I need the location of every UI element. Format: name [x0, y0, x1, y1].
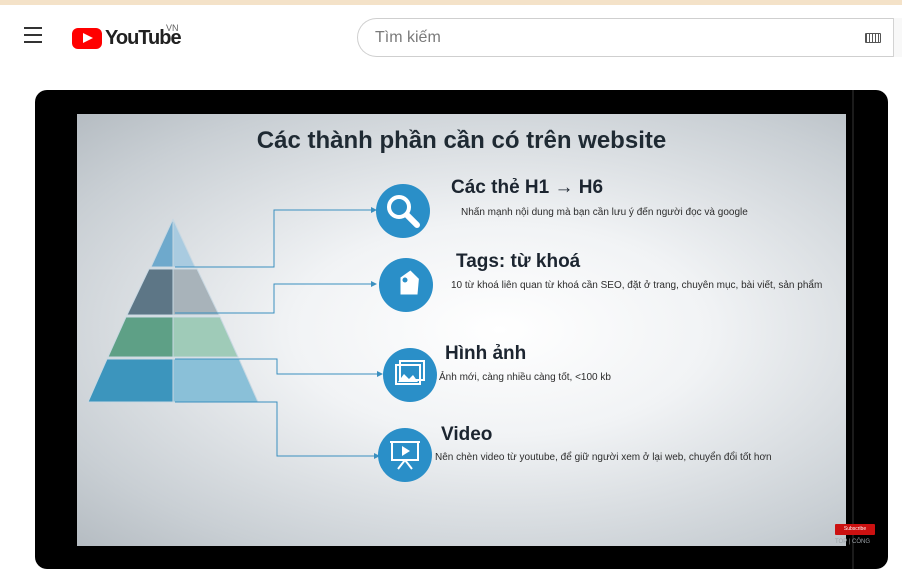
pyramid-layer-1-right [172, 218, 196, 268]
item-title: Video [441, 424, 493, 445]
connector-4 [175, 401, 377, 457]
item-desc: 10 từ khoá liên quan từ khoá cần SEO, đặ… [451, 280, 823, 291]
pyramid-layer-3-right [172, 316, 239, 358]
channel-watermark: TOP | CÔNG [835, 539, 871, 545]
magnifier-icon [376, 184, 430, 238]
video-player[interactable]: Các thành phần cần có trên website [35, 90, 888, 569]
search-box[interactable] [357, 18, 902, 57]
item-title: Tags: từ khoá [456, 251, 581, 272]
keyboard-icon[interactable] [865, 33, 881, 43]
menu-icon[interactable] [24, 27, 46, 47]
pyramid-layer-2-right [172, 268, 220, 316]
pyramid-layer-1 [150, 218, 174, 268]
tag-icon [379, 258, 433, 312]
pyramid-layer-2 [126, 268, 174, 316]
player-edge [852, 90, 854, 569]
pyramid-layer-4-right [172, 358, 259, 403]
browser-top-strip [0, 0, 902, 5]
youtube-play-icon [72, 27, 102, 49]
logo-text: YouTube [105, 26, 182, 49]
video-frame: Các thành phần cần có trên website [77, 114, 846, 546]
pyramid-diagram [87, 207, 383, 459]
item-desc: Nên chèn video từ youtube, để giữ người … [435, 452, 772, 463]
video-board-icon [378, 428, 432, 482]
pyramid-layer-3 [107, 316, 174, 358]
item-title: Các thẻ H1 → H6 [451, 177, 604, 198]
youtube-logo[interactable]: YouTube [72, 25, 182, 51]
slide-title: Các thành phần cần có trên website [256, 127, 667, 154]
connector-1 [175, 209, 373, 268]
images-icon [383, 348, 437, 402]
region-label: VN [166, 23, 179, 33]
connector-3 [175, 358, 380, 375]
subscribe-watermark-button[interactable]: Subscribe [835, 524, 875, 535]
search-button[interactable] [893, 18, 902, 57]
item-desc: Nhấn mạnh nội dung mà bạn cần lưu ý đến … [461, 207, 748, 218]
item-title: Hình ảnh [445, 343, 527, 364]
pyramid-layer-4 [87, 358, 174, 403]
connector-2 [175, 283, 373, 314]
item-desc: Ảnh mới, càng nhiều càng tốt, <100 kb [439, 372, 611, 383]
search-input[interactable] [373, 28, 847, 48]
